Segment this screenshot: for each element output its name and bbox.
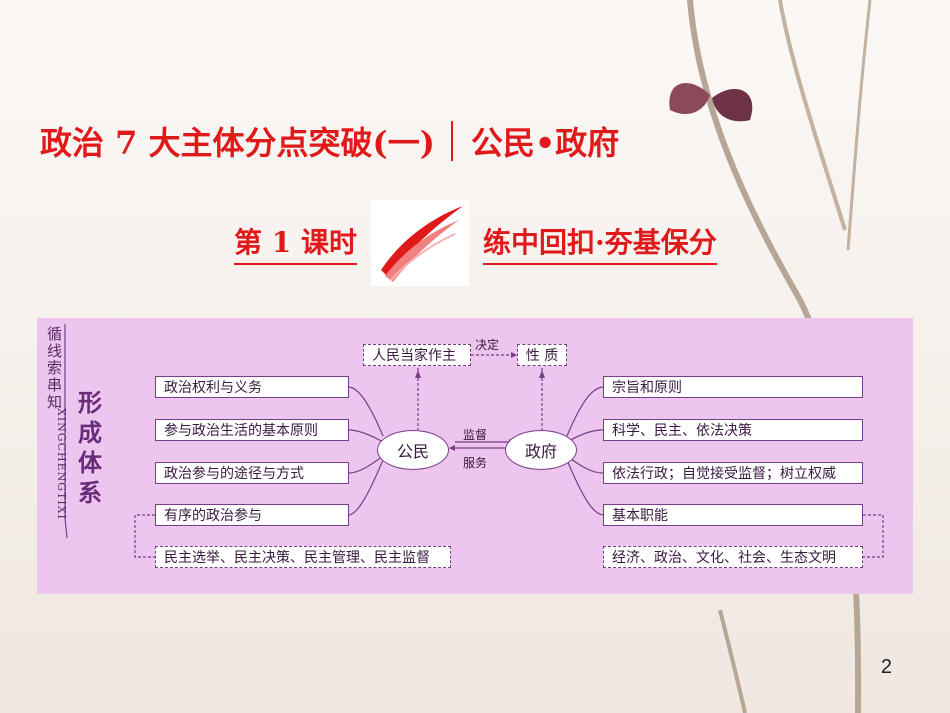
- right-item-2: 科学、民主、依法决策: [603, 419, 863, 441]
- side-big-title: 形成体系: [78, 388, 102, 507]
- serve-label: 服务: [463, 456, 488, 470]
- people-master-box: 人民当家作主: [363, 344, 471, 366]
- side-label: 循线索串知 XINGCHENGTIXI: [47, 325, 87, 520]
- decide-label: 决定: [475, 338, 500, 352]
- lesson-number: 第 1 课时: [234, 221, 357, 265]
- right-item-3: 依法行政；自觉接受监督；树立权威: [603, 462, 863, 484]
- side-pinyin-text: XINGCHENGTIXI: [55, 408, 68, 520]
- left-item-1: 政治权利与义务: [155, 376, 349, 398]
- left-bottom-box: 民主选举、民主决策、民主管理、民主监督: [155, 546, 451, 568]
- lesson-topic: 练中回扣·夯基保分: [482, 221, 717, 265]
- government-oval: 政府: [505, 430, 577, 470]
- left-item-2: 参与政治生活的基本原则: [155, 419, 349, 441]
- main-title: 政治 7 大主体分点突破(一) 公民•政府: [40, 118, 619, 164]
- citizen-oval: 公民: [377, 430, 449, 470]
- swoosh-logo-icon: [370, 200, 469, 286]
- right-bottom-box: 经济、政治、文化、社会、生态文明: [603, 546, 863, 568]
- right-item-4: 基本职能: [603, 504, 863, 526]
- title-divider: [450, 121, 453, 161]
- left-item-3: 政治参与的途径与方式: [155, 462, 349, 484]
- side-vertical-text: 循线索串知: [47, 325, 63, 411]
- right-item-1: 宗旨和原则: [603, 376, 863, 398]
- knowledge-diagram: 循线索串知 XINGCHENGTIXI 形成体系 人民当家作主 决定 性 质 公…: [37, 318, 913, 594]
- left-item-4: 有序的政治参与: [155, 504, 349, 526]
- main-title-text: 政治 7 大主体分点突破(一): [40, 124, 435, 162]
- page-number: 2: [880, 656, 892, 678]
- sub-title-text: 公民•政府: [470, 124, 620, 162]
- lesson-subtitle: 第 1 课时 练中回扣·夯基保分: [234, 200, 717, 286]
- nature-box: 性 质: [517, 344, 567, 366]
- supervise-label: 监督: [463, 428, 488, 442]
